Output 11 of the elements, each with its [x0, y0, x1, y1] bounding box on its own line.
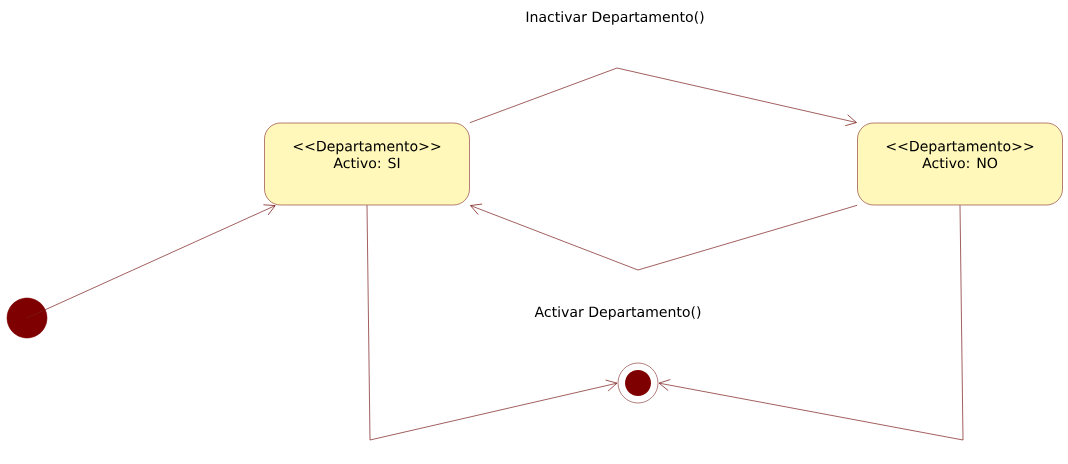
- transition-arrow: [366, 204, 618, 441]
- final-state: [617, 362, 659, 404]
- edge-label: Activar Departamento(): [533, 304, 703, 322]
- initial-state: [6, 297, 48, 339]
- transition-arrow: [658, 204, 964, 441]
- transition-arrow: [26, 204, 276, 319]
- state-box: <<Departamento>> Activo: NO: [857, 122, 1063, 206]
- state-box: <<Departamento>> Activo: SI: [264, 122, 470, 206]
- transition-arrow: [470, 203, 858, 271]
- edge-label: Inactivar Departamento(): [523, 9, 707, 27]
- transition-arrow: [469, 67, 857, 127]
